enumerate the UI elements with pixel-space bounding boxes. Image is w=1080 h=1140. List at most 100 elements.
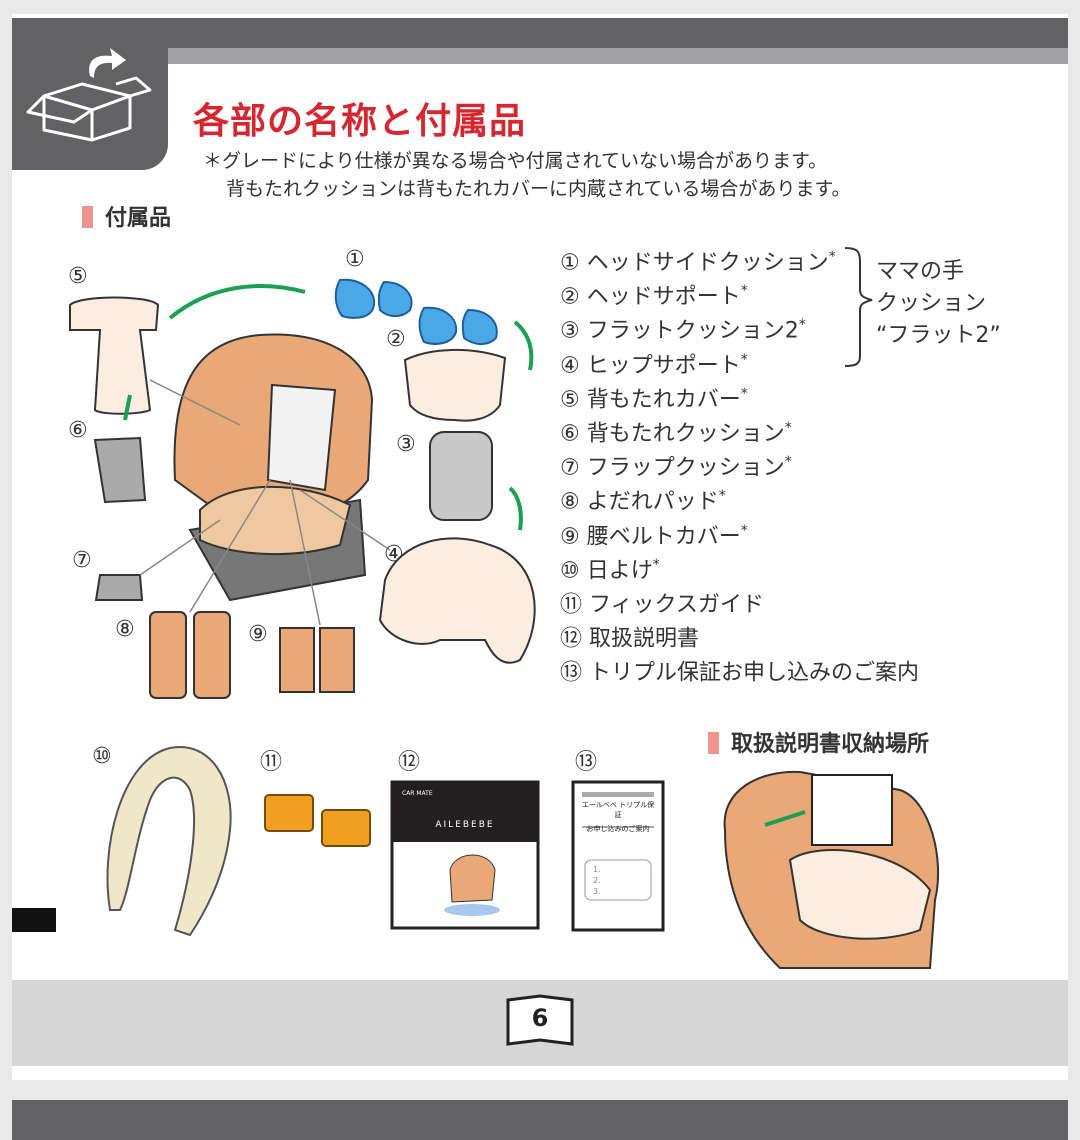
- guarantee-line: 1.: [593, 865, 601, 874]
- group-label-line: “フラット2”: [876, 323, 1001, 348]
- parts-list: ① ヘッドサイドクッション*② ヘッドサポート*③ フラットクッション2*④ ヒ…: [560, 240, 919, 686]
- flat-cushion-illustration: [429, 431, 493, 521]
- side-marker: [12, 908, 56, 932]
- label-1: ①: [345, 247, 365, 272]
- guarantee-doc-illustration: [571, 780, 665, 932]
- section-tab: [12, 18, 168, 170]
- group-label-line: クッション: [876, 291, 987, 316]
- label-6: ⑥: [68, 418, 88, 443]
- manual-maker: CAR MATE: [402, 790, 433, 797]
- part-label: ⑧ よだれパッド: [560, 489, 719, 515]
- label-12: ⑫: [398, 750, 421, 775]
- section-heading-storage: 取扱説明書収納場所: [708, 726, 929, 758]
- label-4: ④: [384, 542, 404, 567]
- page-number: 6: [531, 1004, 549, 1032]
- back-cover-illustration: [69, 296, 160, 415]
- part-label: ⑨ 腰ベルトカバー: [560, 523, 741, 549]
- note-line-1: ＊グレードにより仕様が異なる場合や付属されていない場合があります。: [203, 150, 828, 172]
- part-label: ⑪ フィックスガイド: [560, 592, 764, 618]
- head-side-cushion-illustration: [334, 278, 498, 345]
- parts-list-item: ⑨ 腰ベルトカバー*: [560, 514, 919, 549]
- parts-list-item: ⑪ フィックスガイド: [560, 582, 919, 618]
- group-label: ママの手 クッション “フラット2”: [876, 256, 1001, 352]
- part-label: ① ヘッドサイドクッション: [560, 250, 829, 276]
- guarantee-line: 2.: [593, 876, 601, 885]
- group-label-line: ママの手: [876, 259, 965, 284]
- parts-list-item: ⑦ フラップクッション*: [560, 445, 919, 481]
- leader-lines: [139, 379, 391, 626]
- parts-list-item: ③ フラットクッション2*: [560, 308, 919, 344]
- asterisk-mark: *: [828, 249, 836, 265]
- next-page-header: [12, 1100, 1068, 1140]
- storage-location-illustration: [723, 770, 939, 969]
- header-subbar: [168, 48, 1068, 64]
- group-bracket: [844, 247, 873, 367]
- fix-guide-illustration: [264, 794, 371, 847]
- guarantee-lines: 1. 2. 3.: [593, 864, 601, 897]
- drool-pad-illustration: [149, 611, 187, 699]
- asterisk-mark: *: [740, 351, 748, 368]
- head-support-illustration: [403, 348, 507, 422]
- label-10: ⑩: [92, 744, 112, 769]
- label-3: ③: [396, 432, 416, 457]
- parts-list-item: ⑥ 背もたれクッション*: [560, 411, 919, 447]
- asterisk-mark: *: [718, 488, 726, 505]
- sunshade-illustration: [106, 745, 232, 937]
- parts-list-item: ⑧ よだれパッド*: [560, 479, 919, 515]
- part-label: ⑬ トリプル保証お申し込みのご案内: [560, 660, 919, 686]
- part-label: ⑤ 背もたれカバー: [560, 387, 741, 413]
- green-arrows: [123, 284, 534, 531]
- asterisk-mark: *: [740, 283, 748, 300]
- part-label: ⑫ 取扱説明書: [560, 626, 699, 652]
- label-9: ⑨: [248, 622, 268, 647]
- header-bar: [12, 18, 1068, 48]
- open-box-icon: [26, 48, 152, 142]
- drool-pad-illustration: [193, 611, 231, 699]
- page-title: 各部の名称と付属品: [193, 101, 527, 142]
- asterisk-mark: *: [784, 454, 792, 471]
- section-heading-text: 付属品: [105, 206, 172, 231]
- part-label: ⑥ 背もたれクッション: [560, 421, 785, 447]
- asterisk-mark: *: [798, 317, 806, 334]
- asterisk-mark: *: [740, 385, 748, 402]
- back-cushion-illustration: [93, 436, 147, 504]
- parts-list-item: ② ヘッドサポート*: [560, 274, 919, 310]
- note-line-2: 背もたれクッションは背もたれカバーに内蔵されている場合があります。: [226, 178, 851, 200]
- section-heading-accessories: 付属品: [82, 200, 171, 232]
- belt-cover-illustration: [279, 627, 315, 693]
- label-7: ⑦: [72, 548, 92, 573]
- guarantee-title-1: エールベベ トリプル保証: [581, 801, 655, 819]
- part-label: ③ フラットクッション2: [560, 318, 799, 344]
- guarantee-title-2: お申し込みのご案内: [586, 825, 650, 833]
- hip-support-illustration: [378, 537, 536, 664]
- label-13: ⑬: [575, 750, 598, 775]
- label-5: ⑤: [68, 264, 88, 289]
- section-marker: [82, 206, 93, 228]
- label-2: ②: [386, 327, 406, 352]
- section-marker: [708, 732, 719, 754]
- part-label: ② ヘッドサポート: [560, 284, 741, 310]
- parts-list-item: ⑬ トリプル保証お申し込みのご案内: [560, 650, 919, 686]
- parts-list-item: ⑩ 日よけ*: [560, 548, 919, 584]
- asterisk-mark: *: [740, 522, 748, 539]
- manual-brand: AILEBEBE: [435, 820, 495, 830]
- manual-illustration: [390, 780, 540, 930]
- section-heading-text: 取扱説明書収納場所: [731, 732, 930, 757]
- asterisk-mark: *: [784, 419, 792, 436]
- parts-list-item: ① ヘッドサイドクッション*: [560, 240, 919, 276]
- car-seat-illustration: [173, 333, 374, 602]
- parts-list-item: ⑫ 取扱説明書: [560, 616, 919, 652]
- label-8: ⑧: [115, 617, 135, 642]
- guarantee-title: エールベベ トリプル保証 お申し込みのご案内: [580, 800, 656, 834]
- part-label: ⑩ 日よけ: [560, 558, 653, 584]
- parts-list-item: ④ ヒップサポート*: [560, 343, 919, 378]
- belt-cover-illustration: [319, 627, 355, 693]
- guarantee-line: 3.: [593, 887, 601, 896]
- flap-cushion-illustration: [94, 574, 144, 601]
- parts-list-item: ⑤ 背もたれカバー*: [560, 377, 919, 413]
- asterisk-mark: *: [652, 556, 660, 573]
- label-11: ⑪: [260, 750, 283, 775]
- part-label: ⑦ フラップクッション: [560, 455, 785, 481]
- part-label: ④ ヒップサポート: [560, 352, 741, 378]
